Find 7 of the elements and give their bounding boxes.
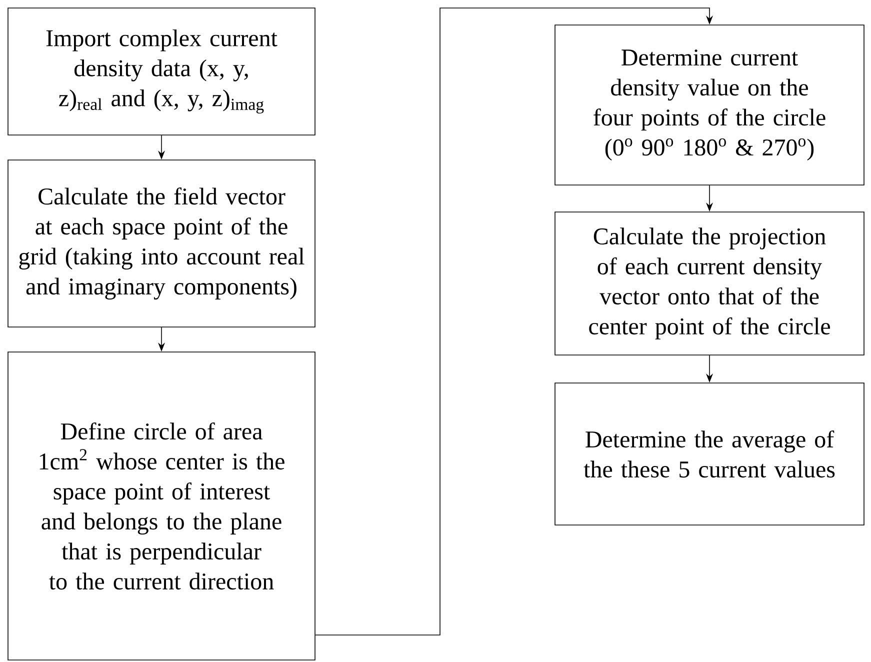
process-box: Define circle of area 1cm$^{2}$ whose center is the space point of interest and belongs to the plane that is perpendicular to the current direction	[8, 352, 316, 660]
arrow	[315, 8, 714, 636]
process-box: Calculate the projection of each current density vector onto that of the center point of the circle	[554, 212, 864, 356]
process-box: Determine the average of the these 5 current values	[554, 382, 864, 526]
process-box: Import complex current density data (x, y, z)$_{real}$ and (x, y, z)$_{imag}$	[8, 8, 316, 136]
process-box: Calculate the field vector at each space point of the grid (taking into account real and imaginary components)	[8, 160, 316, 328]
process-box: Determine current density value on the four points of the circle (0$^{o}$ 90$^{o}$ 180$^{o}$ & 270$^{o}$)	[554, 24, 864, 186]
